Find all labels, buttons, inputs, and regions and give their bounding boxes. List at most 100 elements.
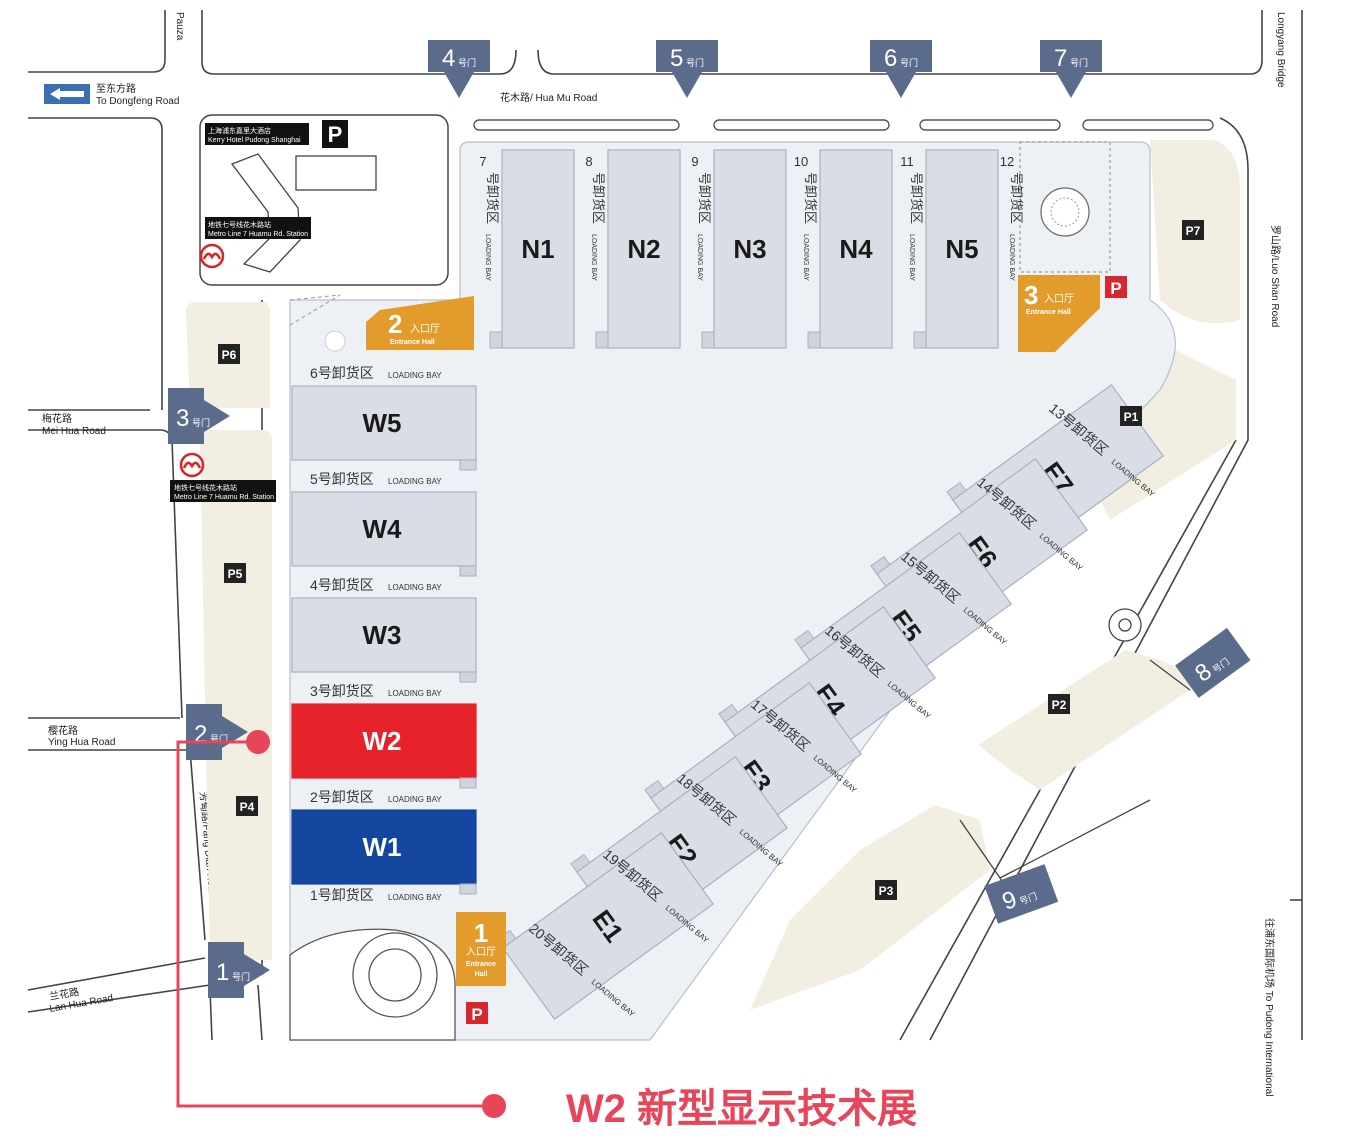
entrance-3-cn: 入口厅 xyxy=(1044,294,1074,305)
bay-label-en: LOADING BAY xyxy=(484,234,491,281)
hall-n4[interactable]: N4 xyxy=(807,149,893,349)
entrance-hall-2[interactable]: 2 入口厅 Entrance Hall xyxy=(366,296,474,350)
airport-label: 往浦东国际机场 To Pudong International xyxy=(1263,918,1276,1096)
gate-number: 3 xyxy=(176,405,189,432)
huamu-road-label: 花木路/ Hua Mu Road xyxy=(500,91,597,104)
entrance-hall-3[interactable]: 3 入口厅 Entrance Hall xyxy=(1018,275,1100,352)
hall-n1[interactable]: N1 xyxy=(489,149,575,349)
bay-number: 8 xyxy=(585,154,592,169)
hall-w4[interactable]: W4 xyxy=(291,491,477,577)
svg-text:P7: P7 xyxy=(1186,224,1201,238)
entrance-1-en1: Entrance xyxy=(466,961,496,968)
entrance-hall-1[interactable]: 1 入口厅 Entrance Hall xyxy=(456,912,506,986)
parking-marker-entrance-1: P xyxy=(466,1002,488,1024)
bay-label-cn: 号卸货区 xyxy=(1009,172,1024,224)
west-loading-bay: 5号卸货区 LOADING BAY xyxy=(310,471,442,487)
hall-label: N1 xyxy=(521,234,554,264)
hall-n3[interactable]: N3 xyxy=(701,149,787,349)
entrance-3-number: 3 xyxy=(1024,280,1038,310)
hall-label: N5 xyxy=(945,234,978,264)
entrance-1-number: 1 xyxy=(474,918,488,948)
svg-text:P3: P3 xyxy=(879,884,894,898)
hall-label: N4 xyxy=(839,234,873,264)
bay-label-en: LOADING BAY xyxy=(388,893,442,902)
hall-w1[interactable]: W1 xyxy=(291,809,477,895)
hotel-name-en: Kerry Hotel Pudong Shanghai xyxy=(208,137,301,144)
w2-caption: W2 新型显示技术展 xyxy=(566,1087,917,1131)
bay-number: 11 xyxy=(900,154,914,169)
parking-p6[interactable]: P6 xyxy=(218,344,240,364)
svg-text:P2: P2 xyxy=(1052,698,1067,712)
green-areas xyxy=(186,140,1240,1010)
hall-n5[interactable]: N5 xyxy=(913,149,999,349)
hall-label: W4 xyxy=(363,514,403,544)
entrance-2-number: 2 xyxy=(388,309,402,339)
svg-text:P4: P4 xyxy=(240,800,255,814)
bay-label-en: LOADING BAY xyxy=(388,795,442,804)
hall-e1[interactable]: E1 xyxy=(496,825,714,1021)
bay-label-cn: 号卸货区 xyxy=(485,172,500,224)
parking-marker-entrance-3: P xyxy=(1105,276,1127,298)
hall-label: W5 xyxy=(363,408,402,438)
bay-label-cn: 6号卸货区 xyxy=(310,365,374,381)
bridge-label: Longyang Bridge xyxy=(1275,12,1286,88)
north-loading-bay: 11 号卸货区 LOADING BAY xyxy=(900,154,924,281)
parking-p3[interactable]: P3 xyxy=(875,880,897,900)
dongfeng-sign: 至东方路 To Dongfeng Road xyxy=(44,82,179,107)
bay-label-en: LOADING BAY xyxy=(388,371,442,380)
hall-w3[interactable]: W3 xyxy=(291,597,477,683)
meihua-road-cn: 梅花路 xyxy=(42,412,72,425)
metro-side: 地铁七号线花木路站 Metro Line 7 Huamu Rd. Station xyxy=(170,452,276,502)
parking-p4[interactable]: P4 xyxy=(236,796,258,816)
hall-w2[interactable]: W2 xyxy=(291,703,477,789)
bay-label-cn: 号卸货区 xyxy=(591,172,606,224)
parking-p2[interactable]: P2 xyxy=(1048,694,1070,714)
metro-side-en: Metro Line 7 Huamu Rd. Station xyxy=(174,494,274,501)
metro-icon xyxy=(199,243,225,269)
gate-suffix: 号门 xyxy=(1070,57,1088,68)
bay-label-cn: 3号卸货区 xyxy=(310,683,374,699)
luoshan-road-label: 罗山路/Luo Shan Road xyxy=(1269,225,1282,327)
bay-label-cn: 5号卸货区 xyxy=(310,471,374,487)
yinghua-road-cn: 樱花路 xyxy=(48,724,78,737)
gate-number: 5 xyxy=(670,45,683,72)
bay-number: 9 xyxy=(691,154,698,169)
bay-label-cn: 2号卸货区 xyxy=(310,789,374,805)
gate-suffix: 号门 xyxy=(192,417,210,428)
svg-text:P1: P1 xyxy=(1124,410,1139,424)
hall-w5[interactable]: W5 xyxy=(291,385,477,471)
bay-label-en: LOADING BAY xyxy=(388,477,442,486)
parking-p5[interactable]: P5 xyxy=(224,563,246,583)
gate-8[interactable]: 8号门 xyxy=(1175,627,1251,698)
plaza-circle xyxy=(289,928,456,1041)
hotel-name-cn: 上海浦东嘉里大酒店 xyxy=(208,126,271,135)
parking-p1[interactable]: P1 xyxy=(1120,406,1142,426)
plaza-marker xyxy=(324,330,346,352)
hall-label: W3 xyxy=(363,620,402,650)
hall-label: N3 xyxy=(733,234,766,264)
yinghua-road-en: Ying Hua Road xyxy=(48,737,115,748)
fountain-circle xyxy=(1019,141,1111,273)
parking-p7[interactable]: P7 xyxy=(1182,220,1204,240)
w2-pointer xyxy=(176,730,506,1118)
hall-n2[interactable]: N2 xyxy=(595,149,681,349)
hall-label: N2 xyxy=(627,234,660,264)
entrance-2-cn: 入口厅 xyxy=(410,324,440,335)
bay-number: 10 xyxy=(794,154,808,169)
bay-label-cn: 号卸货区 xyxy=(909,172,924,224)
bay-label-en: LOADING BAY xyxy=(908,234,915,281)
gate-9[interactable]: 9号门 xyxy=(984,864,1059,924)
